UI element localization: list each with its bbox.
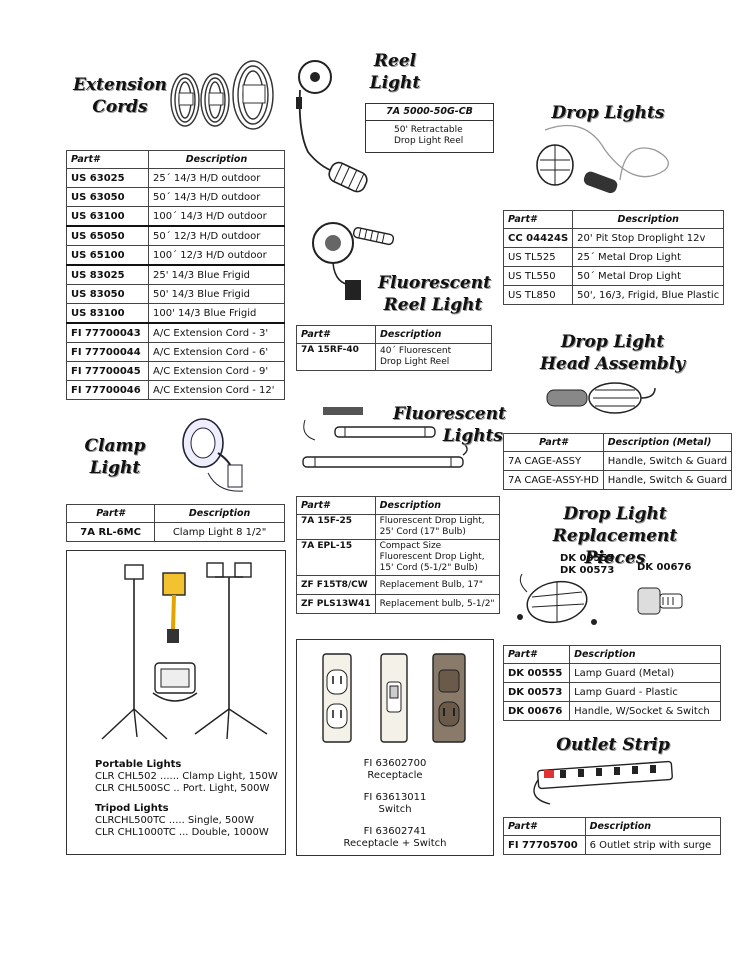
header-part: Part# [503, 817, 586, 836]
extension-cords-title: Extension Cords [73, 75, 167, 117]
receptacle-desc: Receptacle [367, 770, 423, 781]
portable-item-2: CLR CHL500SC .. Port. Light, 500W [95, 783, 270, 794]
switch-desc: Switch [378, 804, 412, 815]
table-row: 7A 15RF-40 40´ Fluorescent Drop Light Re… [296, 343, 492, 371]
fluorescent-lights-table: Part# Description 7A 15F-25 Fluorescent … [296, 496, 500, 614]
switch-part: FI 63613011 [363, 792, 427, 803]
receptacle-switch-image [322, 653, 466, 743]
work-lights-image [101, 562, 268, 740]
clamp-light-table: Part# Description 7A RL-6MC Clamp Light … [65, 504, 285, 542]
portable-heading: Portable Lights [95, 759, 182, 770]
head-assembly-image [546, 382, 656, 414]
reel-light-desc-2: Drop Light Reel [394, 136, 464, 146]
header-description: Description [374, 496, 500, 515]
table-row: FI 77705700 6 Outlet strip with surge [503, 835, 722, 855]
fluorescent-reel-title: Fluorescent Reel Light [378, 273, 491, 315]
fluorescent-reel-image [312, 222, 395, 300]
reel-light-title: Reel Light [369, 51, 421, 93]
tripod-item-2: CLR CHL1000TC ... Double, 1000W [95, 827, 269, 838]
header-description: Description [154, 504, 285, 523]
reel-light-desc-1: 50' Retractable [394, 125, 463, 135]
fluorescent-lights-image [302, 407, 468, 468]
table-row: 7A 15F-25 Fluorescent Drop Light, 25' Co… [296, 514, 500, 540]
outlet-strip-image [533, 760, 673, 805]
replacement-pieces-title: Drop Light Replacement Pieces [552, 504, 678, 568]
replacement-label-a: DK 00555 [560, 553, 615, 564]
tripod-heading: Tripod Lights [95, 803, 169, 814]
header-part: Part# [502, 645, 571, 664]
clamp-light-title: Clamp Light [84, 436, 146, 478]
header-description: Description [569, 645, 721, 664]
reel-light-part: 7A 5000-50G-CB [366, 104, 493, 121]
extension-cords-image [170, 60, 274, 130]
header-description: Description [148, 150, 285, 169]
outlet-strip-table: Part# Description FI 77705700 6 Outlet s… [503, 817, 722, 855]
receptacle-switch-desc: Receptacle + Switch [343, 838, 447, 849]
header-part: Part# [503, 433, 604, 452]
drop-light-image [536, 124, 669, 194]
portable-item-1: CLR CHL502 ...... Clamp Light, 150W [95, 771, 278, 782]
receptacle-switch-part: FI 63602741 [363, 826, 427, 837]
receptacles-box: FI 63602700 Receptacle FI 63613011 Switc… [296, 639, 494, 856]
reel-light-image [296, 60, 368, 193]
receptacle-part: FI 63602700 [363, 758, 427, 769]
header-description: Description [572, 210, 725, 229]
header-description: Description [375, 325, 492, 344]
lamp-guard-image [517, 573, 597, 625]
clamp-light-image [182, 418, 244, 492]
outlet-strip-title: Outlet Strip [556, 735, 670, 755]
reel-light-box: 7A 5000-50G-CB 50' Retractable Drop Ligh… [365, 103, 494, 153]
socket-switch-image [637, 587, 683, 615]
header-part: Part# [65, 150, 150, 169]
table-row: ZF F15T8/CW Replacement Bulb, 17" [296, 575, 500, 595]
table-row: ZF PLS13W41 Replacement bulb, 5-1/2" [296, 594, 500, 614]
header-part: Part# [65, 504, 156, 523]
replacement-label-c: DK 00676 [637, 562, 692, 573]
header-description: Description (Metal) [602, 433, 733, 452]
replacement-label-b: DK 00573 [560, 565, 615, 576]
fluorescent-reel-table: Part# Description 7A 15RF-40 40´ Fluores… [296, 325, 492, 371]
table-row: 7A RL-6MC Clamp Light 8 1/2" [65, 522, 285, 542]
tripod-item-1: CLRCHL500TC ..... Single, 500W [95, 815, 254, 826]
header-description: Description [584, 817, 722, 836]
table-row: 7A EPL-15 Compact Size Fluorescent Drop … [296, 539, 500, 576]
fluorescent-lights-title: Fluorescent Lights [393, 404, 506, 446]
header-part: Part# [296, 325, 376, 344]
header-part: Part# [296, 496, 376, 515]
header-part: Part# [502, 210, 574, 229]
work-lights-box: Portable Lights CLR CHL502 ...... Clamp … [66, 550, 286, 855]
head-assembly-title: Drop Light Head Assembly [539, 332, 686, 374]
drop-lights-title: Drop Lights [551, 103, 665, 123]
